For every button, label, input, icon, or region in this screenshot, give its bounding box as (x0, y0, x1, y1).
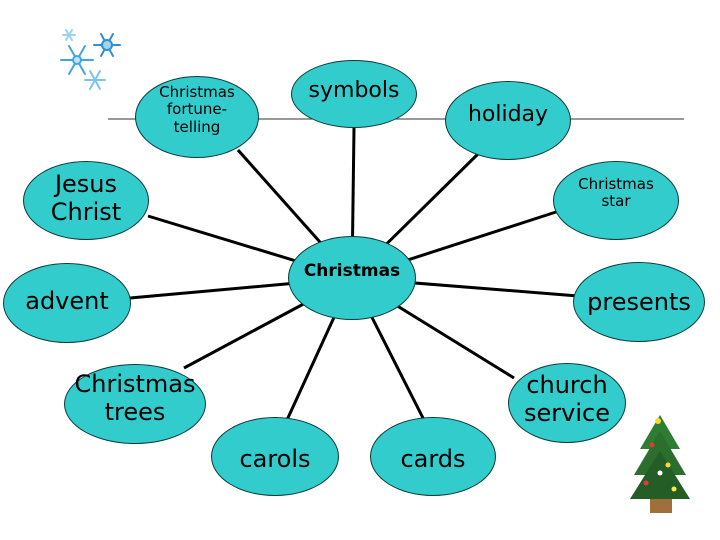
node-carols: carols (211, 417, 339, 496)
center-node-christmas: Christmas (288, 236, 416, 320)
node-label: holiday (468, 102, 548, 127)
node-label: Jesus Christ (51, 171, 121, 226)
node-advent: advent (3, 263, 131, 343)
node-christmas-star: Christmas star (553, 161, 679, 240)
node-christmas-trees: Christmas trees (64, 364, 206, 444)
node-label: Christmas trees (74, 371, 195, 426)
node-symbols: symbols (291, 60, 417, 128)
node-label: Christmas fortune- telling (159, 84, 235, 136)
node-cards: cards (370, 417, 496, 496)
snowflakes-image (61, 30, 120, 89)
node-label: carols (239, 446, 310, 474)
node-church-service: church service (508, 363, 626, 443)
node-label: presents (587, 289, 691, 317)
center-node-label: Christmas (304, 262, 400, 282)
node-label: cards (400, 446, 465, 474)
node-label: symbols (309, 78, 400, 103)
node-jesus-christ: Jesus Christ (23, 161, 149, 240)
node-label: Christmas star (578, 176, 654, 211)
node-christmas-fortune-telling: Christmas fortune- telling (135, 76, 259, 158)
node-presents: presents (573, 262, 705, 342)
christmas-tree-image (630, 415, 690, 513)
node-label: advent (25, 288, 109, 316)
node-holiday: holiday (445, 81, 571, 160)
node-label: church service (524, 372, 610, 427)
